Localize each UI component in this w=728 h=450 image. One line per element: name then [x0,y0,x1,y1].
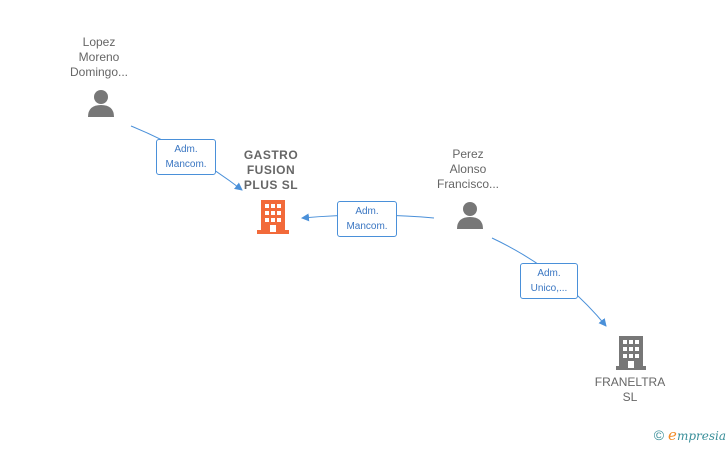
person-name-lopez[interactable]: Lopez Moreno Domingo... [69,35,129,79]
company-name-franeltra[interactable]: FRANELTRA SL [594,375,666,404]
company-name-gastro-fusion[interactable]: GASTRO FUSION PLUS SL [243,148,299,192]
relation-label[interactable]: Adm. Mancom. [156,139,216,175]
building-icon[interactable] [257,198,289,234]
person-name-perez[interactable]: Perez Alonso Francisco... [436,147,499,191]
brand-footer: © empresia [654,425,726,445]
person-icon[interactable] [86,88,116,118]
copyright-symbol: © [653,427,665,443]
empresia-logo[interactable]: empresia [668,426,726,444]
relation-label[interactable]: Adm. Unico,... [520,263,578,299]
building-icon[interactable] [616,334,646,370]
relation-label[interactable]: Adm. Mancom. [337,201,397,237]
person-icon[interactable] [455,200,485,230]
